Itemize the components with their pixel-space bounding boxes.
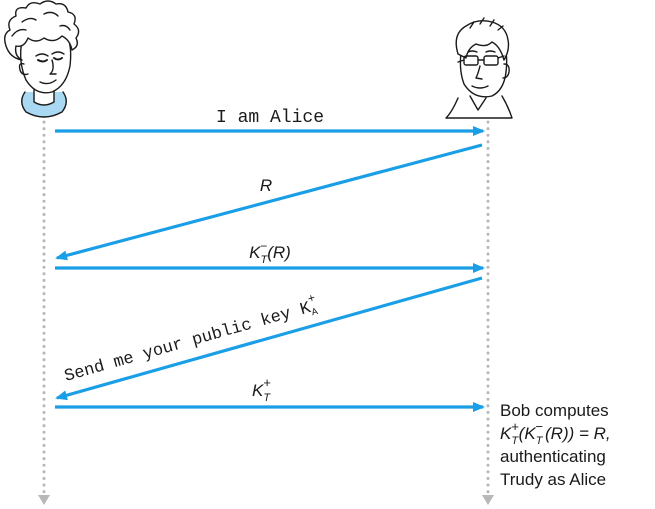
note-line-2: KT+(KT−(R)) = R, xyxy=(500,419,611,447)
message-3-sub: T xyxy=(260,254,268,266)
note-k1: K xyxy=(500,424,512,443)
message-5-sup: + xyxy=(263,375,271,390)
message-public-key: KT + xyxy=(55,375,485,412)
message-encrypted-nonce: KT−(R) xyxy=(55,239,485,273)
bob-lifeline-end-icon xyxy=(482,495,494,505)
note-open: ( xyxy=(519,424,527,443)
message-1-label: I am Alice xyxy=(216,108,324,128)
message-3-arg: (R) xyxy=(267,243,291,262)
note-k2: K xyxy=(524,424,536,443)
message-4-sub: A xyxy=(311,307,320,319)
note-line-3: authenticating xyxy=(500,447,606,466)
message-3-sup: − xyxy=(260,239,267,253)
message-3-k: K xyxy=(249,243,261,262)
note-sub1: T xyxy=(511,435,519,447)
note-line-1: Bob computes xyxy=(500,401,609,420)
alice-lifeline-end-icon xyxy=(38,495,50,505)
arrow-bob-to-alice-2 xyxy=(55,276,483,401)
note-sup1: + xyxy=(511,419,519,434)
message-2-label: R xyxy=(260,176,272,195)
message-5-k: K xyxy=(252,381,264,400)
note-line-4: Trudy as Alice xyxy=(500,470,606,489)
message-4-text: Send me your public key K xyxy=(62,299,313,387)
message-i-am-alice: I am Alice xyxy=(55,108,485,136)
note-sup2: − xyxy=(535,419,543,434)
arrow-bob-to-alice-1 xyxy=(55,143,483,261)
message-5-sub: T xyxy=(263,392,271,404)
message-3-label: KT−(R) xyxy=(249,239,291,266)
bob-avatar-icon xyxy=(445,17,513,119)
bob-note: Bob computes KT+(KT−(R)) = R, authentica… xyxy=(500,401,611,489)
alice-avatar-icon xyxy=(3,0,80,118)
message-nonce-r: R xyxy=(55,143,483,261)
note-rest: (R)) = R, xyxy=(545,424,611,443)
message-4-sup: + xyxy=(306,291,317,306)
message-5-label: KT + xyxy=(252,375,271,404)
message-4-label: Send me your public key KA+ xyxy=(61,291,321,388)
note-sub2: T xyxy=(536,435,544,447)
